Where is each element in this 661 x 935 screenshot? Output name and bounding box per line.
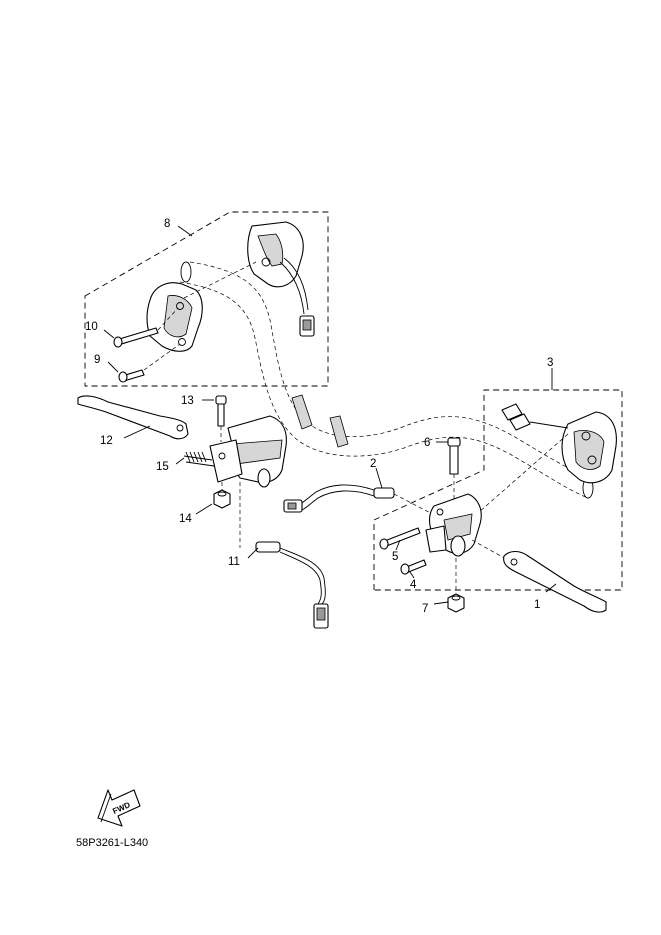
bolt-13 bbox=[215, 395, 227, 442]
right-lever-holder bbox=[425, 493, 482, 557]
right-switch-assembly bbox=[469, 403, 617, 521]
callout-4: 4 bbox=[410, 579, 417, 591]
screw-5 bbox=[379, 527, 421, 550]
callout-9: 9 bbox=[94, 354, 100, 366]
fwd-arrow-icon: FWD bbox=[97, 789, 141, 827]
callout-1: 1 bbox=[534, 599, 540, 611]
callout-12: 12 bbox=[100, 435, 113, 447]
leader-lines bbox=[103, 225, 557, 605]
diagram-code: 58P3261-L340 bbox=[76, 837, 148, 849]
callout-8: 8 bbox=[164, 218, 170, 230]
adjuster-screw-15 bbox=[183, 451, 215, 467]
nut-7 bbox=[447, 558, 465, 613]
lever-1 bbox=[471, 539, 607, 613]
callout-10: 10 bbox=[85, 321, 98, 333]
screw-10 bbox=[113, 307, 179, 348]
callout-2: 2 bbox=[370, 458, 376, 470]
callout-7: 7 bbox=[422, 603, 428, 615]
nut-14 bbox=[213, 489, 231, 509]
group-box-3 bbox=[373, 389, 623, 591]
callout-3: 3 bbox=[547, 357, 553, 369]
callout-14: 14 bbox=[179, 513, 192, 525]
left-switch-rear-housing bbox=[247, 221, 315, 337]
callout-11: 11 bbox=[228, 556, 240, 568]
callout-13: 13 bbox=[181, 395, 194, 407]
switch-2 bbox=[283, 484, 445, 521]
callout-5: 5 bbox=[392, 551, 398, 563]
group-box-8 bbox=[84, 211, 329, 387]
callout-6: 6 bbox=[424, 437, 430, 449]
lever-12 bbox=[77, 395, 189, 440]
screw-9 bbox=[118, 343, 181, 383]
bolt-6 bbox=[447, 437, 461, 500]
handlebar-phantom bbox=[179, 261, 594, 499]
switch-11 bbox=[239, 482, 329, 629]
left-switch-front-housing bbox=[146, 282, 203, 352]
lever-bracket bbox=[209, 415, 287, 488]
screw-4 bbox=[400, 559, 427, 575]
callout-15: 15 bbox=[156, 461, 169, 473]
